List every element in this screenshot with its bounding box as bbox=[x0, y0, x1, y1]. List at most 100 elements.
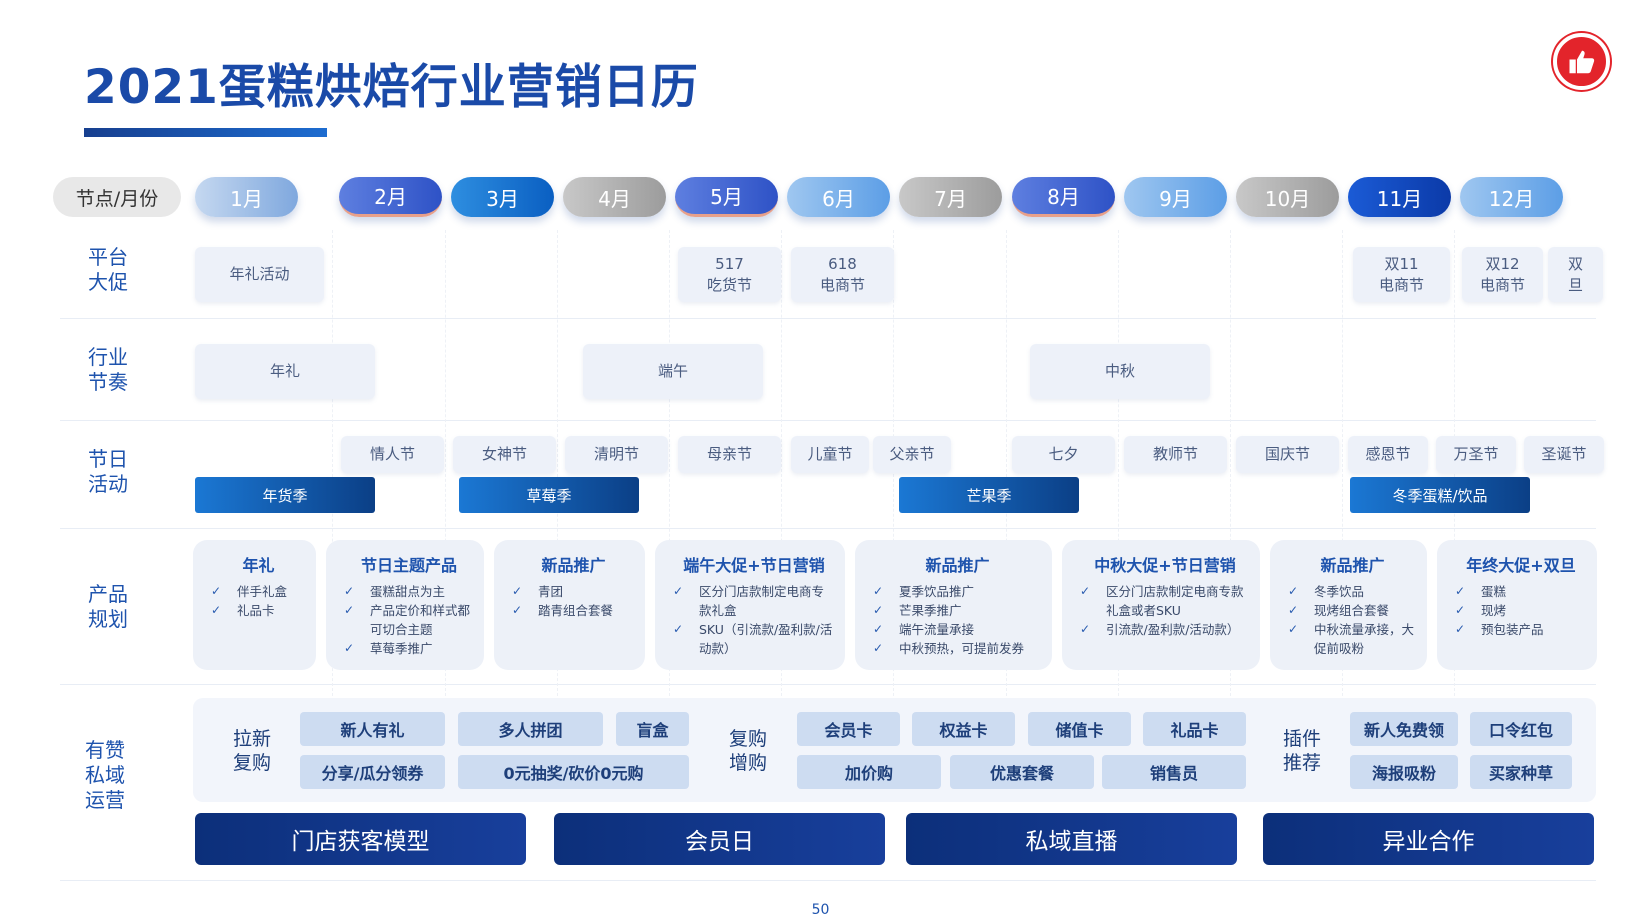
title-underline bbox=[84, 128, 327, 137]
festival-halloween: 万圣节 bbox=[1436, 436, 1516, 473]
grid-line bbox=[1230, 230, 1231, 696]
check-icon: ✓ bbox=[1455, 603, 1466, 617]
model-member-day: 会员日 bbox=[554, 813, 885, 865]
month-pill-9: 9月 bbox=[1124, 177, 1227, 217]
month-pill-10: 10月 bbox=[1236, 177, 1339, 217]
month-pill-3: 3月 bbox=[451, 177, 554, 217]
page-title: 2021蛋糕烘焙行业营销日历 bbox=[84, 60, 699, 115]
month-pill-2: 2月 bbox=[339, 177, 442, 217]
row-divider bbox=[60, 420, 1596, 421]
grid-line bbox=[557, 230, 558, 696]
month-pill-1: 1月 bbox=[195, 177, 298, 217]
row-label-platform: 平台 大促 bbox=[88, 245, 128, 294]
product-card-7: 新品推广 ✓冬季饮品 ✓现烤组合套餐 ✓中秋流量承接，大促前吸粉 bbox=[1270, 540, 1427, 670]
chip-new-user-gift: 新人有礼 bbox=[300, 712, 445, 746]
thumbs-up-icon bbox=[1553, 33, 1610, 90]
list-item: ✓中秋流量承接，大促前吸粉 bbox=[1288, 622, 1415, 656]
product-card-8: 年终大促+双旦 ✓蛋糕 ✓现烤 ✓预包装产品 bbox=[1437, 540, 1597, 670]
month-pill-7: 7月 bbox=[899, 177, 1002, 217]
festival-thanksgiving: 感恩节 bbox=[1348, 436, 1428, 473]
grid-line bbox=[1118, 230, 1119, 696]
chip-password-red-packet: 口令红包 bbox=[1470, 712, 1572, 746]
chip-add-on-purchase: 加价购 bbox=[797, 755, 941, 789]
check-icon: ✓ bbox=[873, 603, 884, 617]
row-label-product: 产品 规划 bbox=[88, 582, 128, 631]
promo-double-11: 双11 电商节 bbox=[1353, 247, 1450, 302]
grid-line bbox=[1342, 230, 1343, 696]
row-label-industry: 行业 节奏 bbox=[88, 345, 128, 394]
check-icon: ✓ bbox=[1455, 622, 1466, 636]
list-item: ✓区分门店款制定电商专款礼盒 bbox=[673, 584, 825, 618]
list-item: ✓蛋糕甜点为主 bbox=[344, 584, 446, 599]
chip-discount-bundle: 优惠套餐 bbox=[950, 755, 1094, 789]
check-icon: ✓ bbox=[1080, 622, 1091, 636]
check-icon: ✓ bbox=[673, 584, 684, 598]
list-item: ✓区分门店款制定电商专款礼盒或者SKU bbox=[1080, 584, 1244, 618]
festival-national-day: 国庆节 bbox=[1236, 436, 1339, 473]
month-pill-5: 5月 bbox=[675, 177, 778, 217]
season-mango: 芒果季 bbox=[899, 477, 1079, 513]
list-item: ✓蛋糕 bbox=[1455, 584, 1507, 599]
festival-christmas: 圣诞节 bbox=[1524, 436, 1604, 473]
chip-benefit-card: 权益卡 bbox=[912, 712, 1015, 746]
chip-poster-fans: 海报吸粉 bbox=[1350, 755, 1458, 789]
list-item: ✓SKU（引流款/盈利款/活动款） bbox=[673, 622, 833, 656]
month-pill-11: 11月 bbox=[1348, 177, 1451, 217]
grid-line bbox=[669, 230, 670, 696]
month-pill-4: 4月 bbox=[563, 177, 666, 217]
product-card-3: 新品推广 ✓青团 ✓踏青组合套餐 bbox=[494, 540, 645, 670]
check-icon: ✓ bbox=[1288, 584, 1299, 598]
check-icon: ✓ bbox=[512, 584, 523, 598]
month-pill-6: 6月 bbox=[787, 177, 890, 217]
grid-line bbox=[1006, 230, 1007, 696]
list-item: ✓伴手礼盒 bbox=[211, 584, 288, 599]
product-card-1: 年礼 ✓伴手礼盒 ✓礼品卡 bbox=[193, 540, 316, 670]
check-icon: ✓ bbox=[344, 584, 355, 598]
list-item: ✓引流款/盈利款/活动款） bbox=[1080, 622, 1240, 637]
row-divider bbox=[60, 318, 1596, 319]
group-label-repurchase-upsell: 复购 增购 bbox=[729, 728, 768, 774]
check-icon: ✓ bbox=[873, 584, 884, 598]
grid-line bbox=[781, 230, 782, 696]
check-icon: ✓ bbox=[1288, 622, 1299, 636]
promo-517: 517 吃货节 bbox=[678, 247, 781, 302]
list-item: ✓冬季饮品 bbox=[1288, 584, 1365, 599]
chip-buyer-recommend: 买家种草 bbox=[1470, 755, 1572, 789]
product-card-6: 中秋大促+节日营销 ✓区分门店款制定电商专款礼盒或者SKU ✓引流款/盈利款/活… bbox=[1062, 540, 1260, 670]
list-item: ✓产品定价和样式都可切合主题 bbox=[344, 603, 471, 637]
list-item: ✓芒果季推广 bbox=[873, 603, 962, 618]
promo-double-holiday: 双 旦 bbox=[1548, 247, 1603, 302]
season-new-year-goods: 年货季 bbox=[195, 477, 375, 513]
chip-member-card: 会员卡 bbox=[797, 712, 900, 746]
chip-zero-lottery: 0元抽奖/砍价0元购 bbox=[458, 755, 689, 789]
month-pill-12: 12月 bbox=[1460, 177, 1563, 217]
chip-stored-value-card: 储值卡 bbox=[1028, 712, 1131, 746]
check-icon: ✓ bbox=[512, 603, 523, 617]
row-label-private: 有赞 私域 运营 bbox=[85, 738, 125, 812]
festival-childrens-day: 儿童节 bbox=[791, 436, 869, 473]
check-icon: ✓ bbox=[211, 603, 222, 617]
group-label-acquire-repurchase: 拉新 复购 bbox=[233, 728, 272, 774]
month-pill-8: 8月 bbox=[1012, 177, 1115, 217]
chip-group-buy: 多人拼团 bbox=[458, 712, 603, 746]
product-card-2: 节日主题产品 ✓蛋糕甜点为主 ✓产品定价和样式都可切合主题 ✓草莓季推广 bbox=[326, 540, 484, 670]
rhythm-new-year-gift: 年礼 bbox=[195, 344, 375, 399]
festival-fathers-day: 父亲节 bbox=[873, 436, 951, 473]
product-card-4: 端午大促+节日营销 ✓区分门店款制定电商专款礼盒 ✓SKU（引流款/盈利款/活动… bbox=[655, 540, 845, 670]
chip-share-coupons: 分享/瓜分领券 bbox=[300, 755, 445, 789]
festival-goddess-day: 女神节 bbox=[453, 436, 556, 473]
festival-valentines: 情人节 bbox=[341, 436, 444, 473]
product-card-5: 新品推广 ✓夏季饮品推广 ✓芒果季推广 ✓端午流量承接 ✓中秋预热，可提前发券 bbox=[855, 540, 1052, 670]
list-item: ✓踏青组合套餐 bbox=[512, 603, 614, 618]
rhythm-dragon-boat: 端午 bbox=[583, 344, 763, 399]
row-divider bbox=[60, 880, 1596, 881]
chip-free-for-new: 新人免费领 bbox=[1350, 712, 1458, 746]
row-divider bbox=[60, 528, 1596, 529]
list-item: ✓端午流量承接 bbox=[873, 622, 975, 637]
check-icon: ✓ bbox=[1080, 584, 1091, 598]
festival-mothers-day: 母亲节 bbox=[678, 436, 781, 473]
check-icon: ✓ bbox=[344, 641, 355, 655]
list-item: ✓青团 bbox=[512, 584, 564, 599]
check-icon: ✓ bbox=[873, 622, 884, 636]
season-strawberry: 草莓季 bbox=[459, 477, 639, 513]
